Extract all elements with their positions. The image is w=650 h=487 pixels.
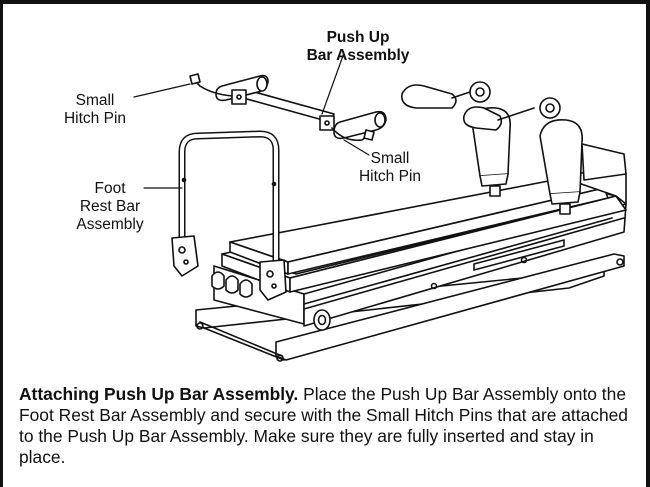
caption-heading: Attaching Push Up Bar Assembly. [19, 384, 299, 404]
label-line: Push Up [326, 29, 390, 46]
instruction-caption: Attaching Push Up Bar Assembly. Place th… [19, 384, 639, 468]
foot-rest-bar [171, 130, 287, 301]
label-line: Hitch Pin [358, 168, 422, 185]
reformer-machine-illustration [133, 52, 627, 362]
leader-lines [133, 52, 370, 189]
label-line: Foot [94, 180, 126, 197]
shoulder-rests [400, 81, 627, 215]
label-small-hitch-pin-right: Small Hitch Pin [345, 150, 435, 186]
label-line: Rest Bar [79, 198, 141, 215]
label-small-hitch-pin-left: Small Hitch Pin [50, 92, 140, 128]
label-line: Bar Assembly [306, 47, 410, 64]
label-line: Small [370, 150, 410, 167]
label-line: Small [75, 92, 115, 109]
label-foot-rest-bar-assembly: Foot Rest Bar Assembly [70, 180, 150, 234]
caption-body: Place the Push Up Bar Assembly onto the … [19, 384, 628, 467]
label-line: Assembly [76, 216, 144, 233]
label-line: Hitch Pin [63, 110, 127, 127]
push-up-bar-assembly [189, 73, 387, 142]
label-push-up-bar-assembly: Push Up Bar Assembly [283, 29, 433, 65]
